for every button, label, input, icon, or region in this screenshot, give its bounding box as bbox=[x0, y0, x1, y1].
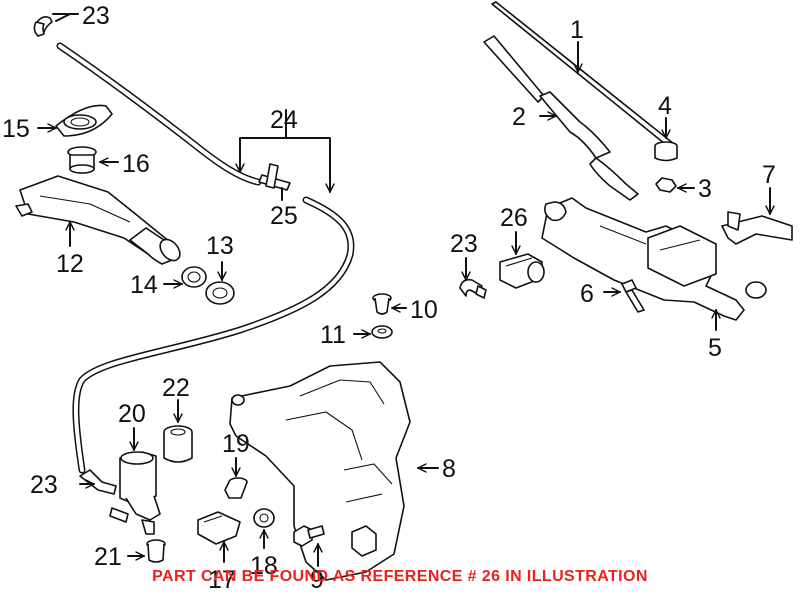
arrow-23c bbox=[85, 479, 95, 489]
callout-16: 16 bbox=[122, 150, 150, 178]
arrow-12 bbox=[65, 221, 75, 231]
hose-connector-23-top bbox=[33, 16, 53, 37]
grommet-16 bbox=[67, 146, 97, 174]
callout-23b: 23 bbox=[450, 230, 478, 258]
wiper-linkage-5 bbox=[541, 197, 767, 321]
arrow-20 bbox=[129, 441, 139, 451]
arrow-14 bbox=[173, 279, 183, 289]
washer-reservoir-8 bbox=[229, 361, 411, 581]
callout-23c: 23 bbox=[30, 471, 58, 499]
arrow-21 bbox=[135, 551, 145, 561]
arrow-18 bbox=[259, 529, 269, 539]
callout-2: 2 bbox=[512, 103, 526, 131]
callout-11: 11 bbox=[320, 321, 346, 349]
callout-8: 8 bbox=[442, 455, 456, 483]
arrow-11 bbox=[361, 329, 371, 339]
wiper-arm-2 bbox=[483, 35, 639, 201]
nut-3 bbox=[655, 177, 677, 193]
grommet-11 bbox=[371, 325, 393, 339]
callout-6: 6 bbox=[580, 280, 594, 308]
callout-17: 17 bbox=[208, 566, 236, 594]
callout-1: 1 bbox=[570, 16, 584, 44]
callout-10: 10 bbox=[410, 296, 438, 324]
arrow-1 bbox=[573, 63, 583, 73]
callout-4: 4 bbox=[658, 92, 672, 120]
callout-24: 24 bbox=[270, 106, 298, 134]
callout-18: 18 bbox=[250, 552, 278, 580]
grommet-19 bbox=[224, 477, 248, 499]
callout-15: 15 bbox=[2, 115, 30, 143]
callout-23a: 23 bbox=[82, 2, 110, 30]
arrow-3 bbox=[677, 183, 687, 193]
arrow-19 bbox=[231, 467, 241, 477]
hose-connector-23-low bbox=[79, 469, 117, 495]
arrow-16 bbox=[99, 157, 109, 167]
arrow-24b bbox=[325, 183, 335, 193]
tee-connector-25 bbox=[258, 163, 291, 191]
arrow-23a bbox=[55, 13, 71, 22]
callout-26: 26 bbox=[500, 204, 528, 232]
seal-13 bbox=[205, 281, 235, 305]
arrow-15 bbox=[47, 123, 57, 133]
callout-12: 12 bbox=[56, 250, 84, 278]
filter-21 bbox=[146, 539, 166, 563]
arrow-6 bbox=[611, 287, 621, 297]
callout-9: 9 bbox=[310, 566, 324, 594]
nozzle-cap-15 bbox=[55, 104, 113, 137]
arrow-2 bbox=[547, 111, 557, 121]
arrow-23b bbox=[461, 271, 471, 281]
bolt-6 bbox=[621, 279, 645, 313]
arrow-8 bbox=[417, 463, 427, 473]
hose-connector-23-mid bbox=[459, 278, 487, 299]
sensor-17 bbox=[197, 511, 241, 545]
cap-4 bbox=[654, 141, 678, 162]
washer-pump-20 bbox=[109, 451, 161, 535]
washer-pump-26 bbox=[499, 253, 545, 289]
arrow-26 bbox=[511, 245, 521, 255]
arrow-5 bbox=[711, 309, 721, 319]
callout-13: 13 bbox=[206, 232, 234, 260]
arrow-4 bbox=[661, 129, 671, 139]
arrow-22 bbox=[173, 413, 183, 423]
washer-hose-upper bbox=[56, 42, 262, 186]
grommet-22 bbox=[163, 425, 193, 463]
callout-3: 3 bbox=[698, 175, 712, 203]
washer-hose-main bbox=[72, 196, 355, 474]
callout-7: 7 bbox=[762, 161, 776, 189]
bolt-9 bbox=[293, 525, 325, 547]
callout-5: 5 bbox=[708, 334, 722, 362]
callout-21: 21 bbox=[94, 543, 122, 571]
callout-19: 19 bbox=[222, 430, 250, 458]
filler-neck-12 bbox=[15, 175, 181, 265]
callout-20: 20 bbox=[118, 400, 146, 428]
arrow-9 bbox=[313, 543, 323, 553]
footer-note: PART CAN BE FOUND AS REFERENCE # 26 IN I… bbox=[152, 568, 648, 585]
arrow-7 bbox=[765, 205, 775, 215]
bracket-7 bbox=[721, 211, 793, 245]
grommet-18 bbox=[253, 508, 275, 528]
arrow-24a bbox=[235, 163, 245, 173]
callout-25: 25 bbox=[270, 202, 298, 230]
arrow-13 bbox=[217, 271, 227, 281]
callout-14: 14 bbox=[130, 271, 158, 299]
seal-14 bbox=[181, 266, 207, 288]
grommet-10 bbox=[372, 293, 392, 315]
arrow-17 bbox=[219, 541, 229, 551]
arrow-10 bbox=[391, 303, 401, 313]
callout-22: 22 bbox=[162, 374, 190, 402]
